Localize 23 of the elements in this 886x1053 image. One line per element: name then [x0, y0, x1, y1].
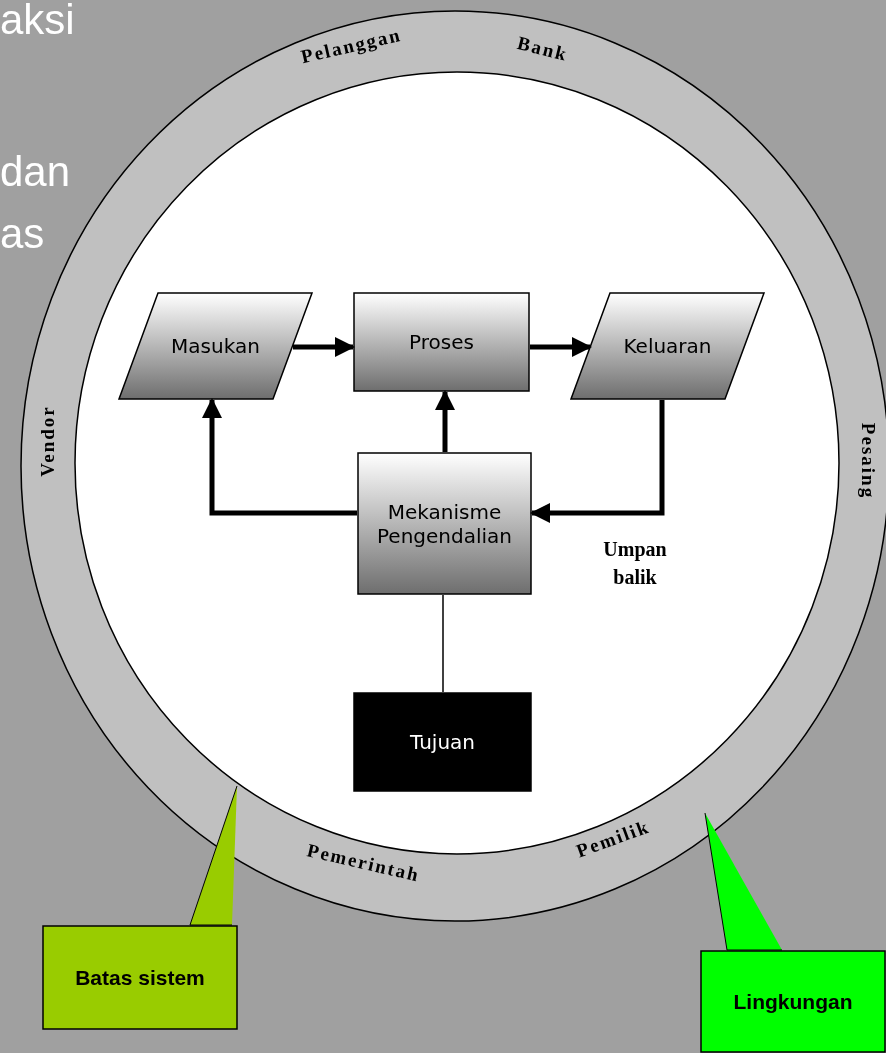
- callout-box: Batas sistem: [42, 925, 238, 1030]
- process-box: Proses: [353, 292, 530, 392]
- callout-pointer: [189, 785, 238, 926]
- arrow: [530, 337, 592, 357]
- environment-label: Vendor: [36, 405, 59, 477]
- input-output-parallelogram: Masukan: [118, 292, 313, 400]
- arrow: [293, 337, 355, 357]
- arrow: [435, 390, 455, 452]
- environment-label: Pelanggan: [298, 23, 404, 69]
- input-output-parallelogram: Keluaran: [570, 292, 765, 400]
- edge-label: Umpan balik: [602, 537, 668, 590]
- connector-line: [442, 594, 444, 693]
- process-box: Mekanisme Pengendalian: [357, 452, 532, 595]
- callout-box: Lingkungan: [700, 950, 886, 1053]
- slide-text: dan: [0, 148, 71, 196]
- slide-text: aksi: [0, 0, 75, 44]
- environment-label: Bank: [515, 32, 571, 66]
- slide-text: as: [0, 210, 45, 258]
- arrow: [202, 398, 357, 516]
- goal-box: Tujuan: [353, 692, 532, 792]
- environment-label: Pesaing: [857, 422, 880, 500]
- callout-pointer: [704, 812, 783, 951]
- arrow: [530, 400, 665, 523]
